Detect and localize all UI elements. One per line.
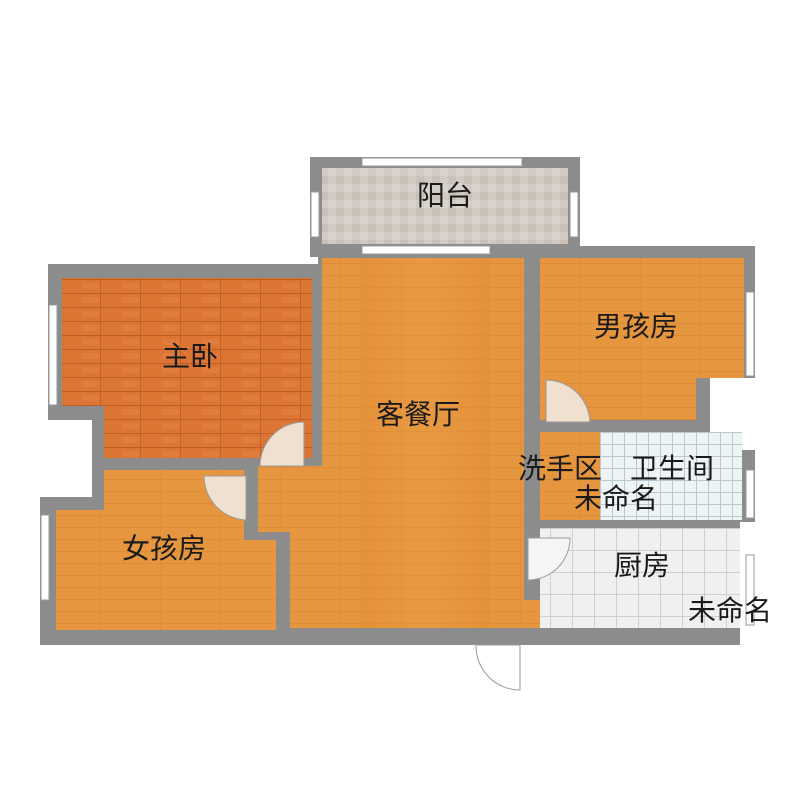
entry-door-swing[interactable] xyxy=(475,644,521,691)
master-window xyxy=(48,304,58,406)
living-balcony-door xyxy=(361,245,491,255)
boy-room-floor xyxy=(540,258,744,420)
kitchen-floor xyxy=(540,528,740,628)
bathroom-window xyxy=(745,469,755,519)
label-living-dining: 客餐厅 xyxy=(376,398,460,431)
living-shade xyxy=(360,258,490,628)
label-balcony: 阳台 xyxy=(417,179,473,212)
balcony-left-window xyxy=(310,191,320,238)
bathroom-floor xyxy=(600,432,742,520)
label-unnamed-1: 未命名 xyxy=(574,482,658,515)
master-door-swing[interactable] xyxy=(259,421,305,467)
boy-room-window xyxy=(745,291,755,377)
label-bathroom: 卫生间 xyxy=(630,452,714,485)
balcony-floor xyxy=(322,168,568,244)
doors[interactable] xyxy=(203,379,591,691)
label-kitchen: 厨房 xyxy=(614,549,670,582)
master-bedroom-floor xyxy=(62,278,312,458)
wash-area-floor xyxy=(540,432,600,520)
kitchen-window xyxy=(745,554,755,626)
label-boy-room: 男孩房 xyxy=(594,310,678,343)
boy-door-swing[interactable] xyxy=(545,379,591,423)
kitchen-door-swing[interactable] xyxy=(527,537,571,581)
girl-door-swing[interactable] xyxy=(203,475,247,521)
label-unnamed-2: 未命名 xyxy=(688,594,772,627)
girl-room-window xyxy=(40,514,50,601)
label-girl-room: 女孩房 xyxy=(122,532,206,565)
balcony-right-window xyxy=(569,191,579,238)
label-master-bedroom: 主卧 xyxy=(162,340,218,373)
room-labels: 阳台 主卧 客餐厅 男孩房 女孩房 洗手区 卫生间 未命名 厨房 未命名 xyxy=(122,179,772,627)
windows xyxy=(40,157,755,626)
label-wash-area: 洗手区 xyxy=(518,452,602,485)
balcony-top-window xyxy=(361,157,523,167)
